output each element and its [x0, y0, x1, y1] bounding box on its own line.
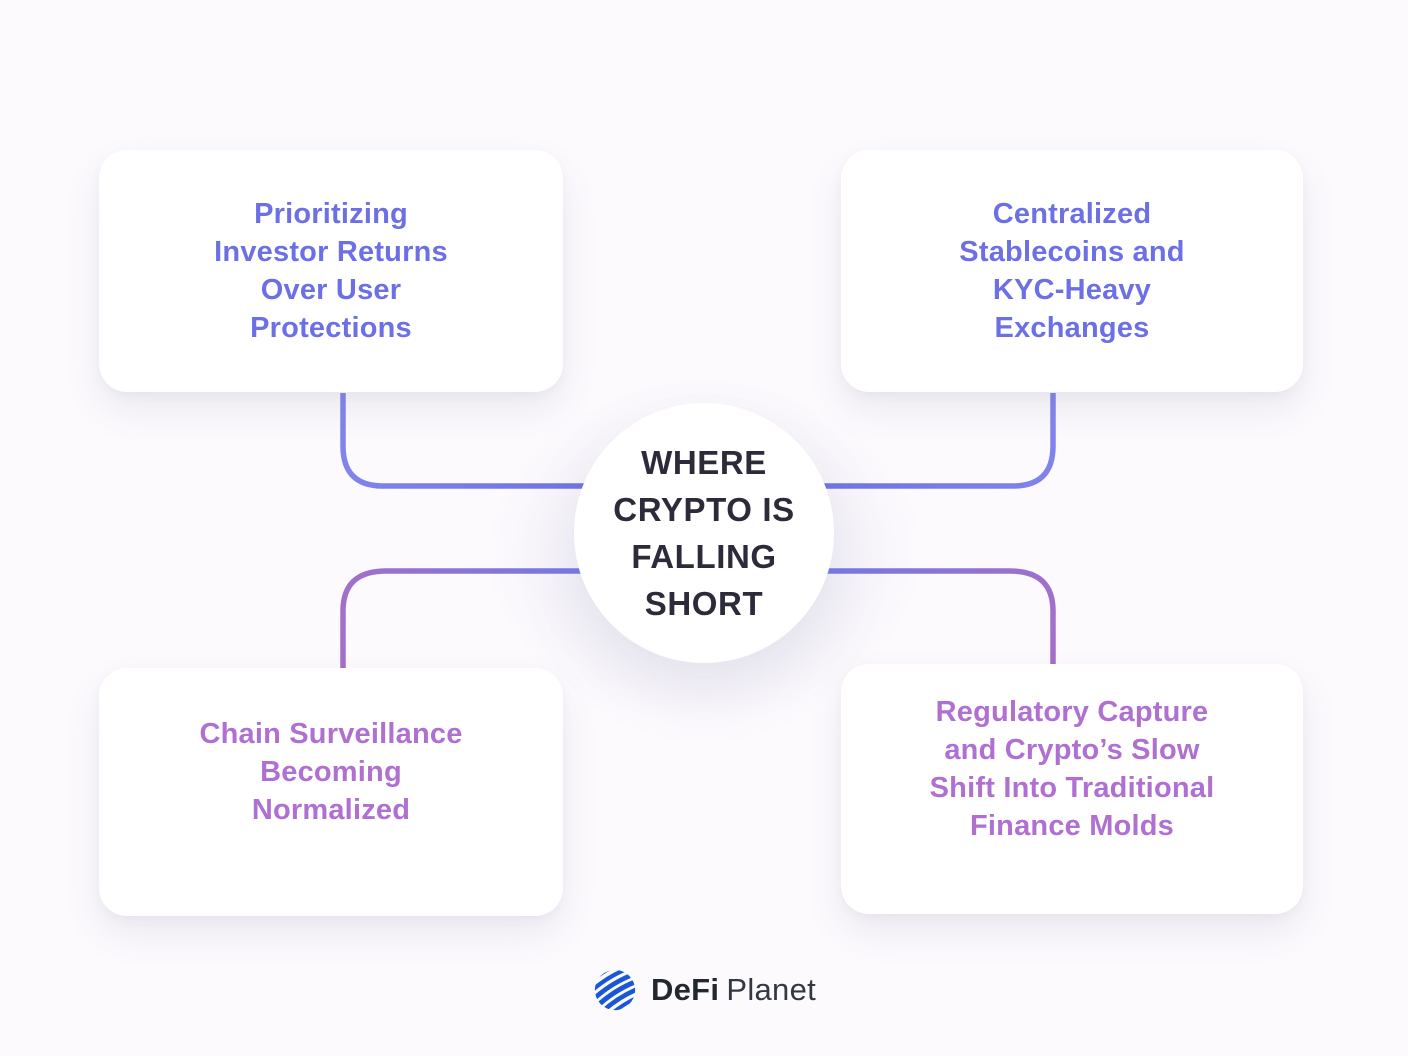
center-node: WHERE CRYPTO IS FALLING SHORT: [574, 403, 834, 663]
connector-top-left: [340, 393, 586, 489]
card-prioritizing-investor-returns: Prioritizing Investor Returns Over User …: [99, 150, 563, 392]
card-line: Finance Molds: [969, 810, 1174, 842]
card-line: Prioritizing: [254, 198, 408, 230]
card-line: Over User: [260, 274, 402, 306]
card-line: Normalized: [251, 794, 411, 826]
card-line: Protections: [250, 312, 412, 344]
card-line: Regulatory Capture: [935, 696, 1209, 728]
card-line: and Crypto’s Slow: [944, 734, 1200, 766]
brand-name-bold: DeFi: [650, 972, 720, 1007]
card-line: Chain Surveillance: [199, 718, 463, 750]
connector-bottom-left: [340, 568, 586, 668]
card-regulatory-capture: Regulatory Capture and Crypto’s Slow Shi…: [841, 664, 1303, 914]
center-title-line: CRYPTO IS: [613, 491, 795, 528]
connector-bottom-right: [820, 568, 1056, 666]
card-line: Stablecoins and: [959, 236, 1185, 268]
card-line: Becoming: [260, 756, 402, 788]
card-chain-surveillance: Chain Surveillance Becoming Normalized: [99, 668, 563, 916]
card-line: Shift Into Traditional: [929, 772, 1215, 804]
globe-icon: [587, 962, 643, 1018]
center-title-line: SHORT: [644, 585, 764, 622]
center-title-line: FALLING: [631, 538, 777, 575]
card-line: KYC-Heavy: [992, 274, 1152, 306]
card-centralized-stablecoins: Centralized Stablecoins and KYC-Heavy Ex…: [841, 150, 1303, 392]
card-line: Centralized: [992, 198, 1152, 230]
connector-top-right: [820, 393, 1056, 489]
brand-name-light: Planet: [726, 972, 817, 1007]
card-line: Exchanges: [994, 312, 1150, 344]
center-title-line: WHERE: [641, 444, 767, 481]
card-line: Investor Returns: [214, 236, 448, 268]
